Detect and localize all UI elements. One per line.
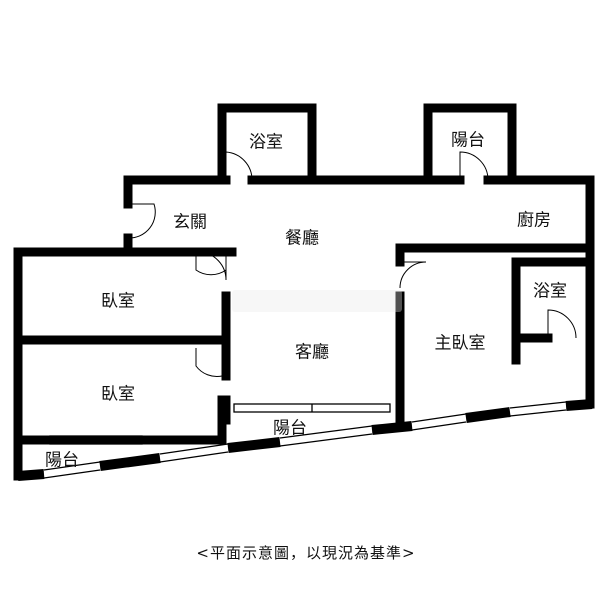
plan-caption: <平面示意圖，以現況為基準> (196, 544, 416, 562)
room-label-entrance: 玄關 (173, 212, 207, 233)
watermark (232, 290, 402, 312)
walls (13, 103, 595, 481)
room-label-balcony-left: 陽台 (45, 450, 79, 471)
room-label-dining: 餐廳 (285, 228, 319, 249)
room-label-balcony-top: 陽台 (451, 130, 485, 151)
door-swings (127, 151, 577, 377)
room-label-bath-top: 浴室 (249, 132, 283, 153)
bottom-wall (17, 399, 593, 481)
room-label-master-bedroom: 主臥室 (434, 333, 486, 354)
room-label-balcony-mid: 陽台 (273, 418, 307, 439)
room-label-kitchen: 廚房 (517, 210, 551, 231)
room-label-bedroom-1: 臥室 (101, 291, 135, 312)
room-label-bedroom-2: 臥室 (101, 384, 135, 405)
sliding-windows (49, 403, 391, 445)
room-label-living: 客廳 (295, 342, 329, 363)
room-label-bath-right: 浴室 (533, 281, 567, 302)
